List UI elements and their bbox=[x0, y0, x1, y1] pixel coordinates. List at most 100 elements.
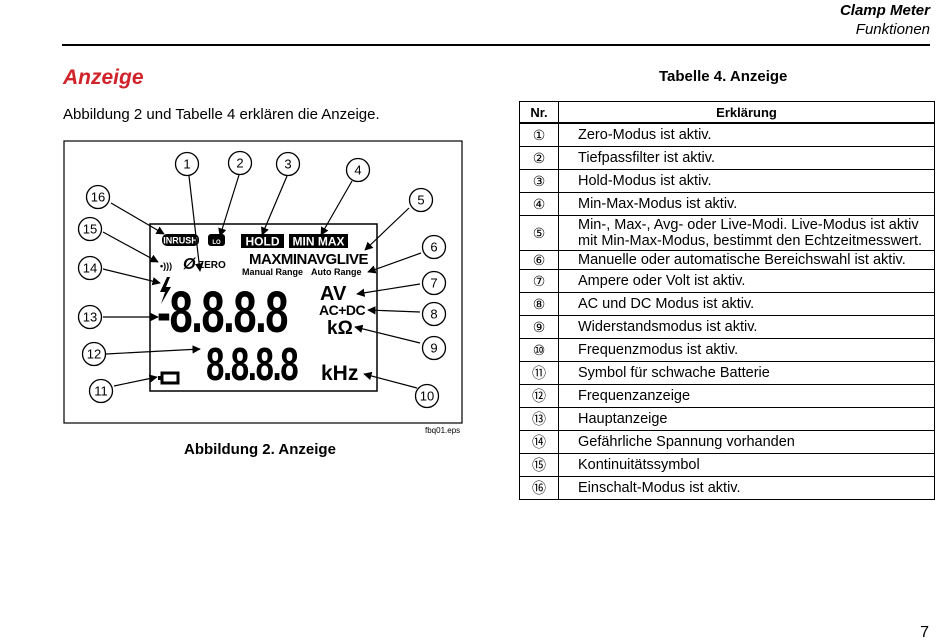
zero-symbol: Ø bbox=[183, 256, 196, 273]
callout-8: 8 bbox=[430, 307, 437, 322]
row-number: ⑪ bbox=[519, 361, 559, 385]
callout-13: 13 bbox=[83, 310, 97, 325]
row-description: Ampere oder Volt ist aktiv. bbox=[558, 269, 935, 293]
row-description: Frequenzmodus ist aktiv. bbox=[558, 338, 935, 362]
row-number: ② bbox=[519, 146, 559, 170]
row-number: ⑭ bbox=[519, 430, 559, 454]
row-number: ④ bbox=[519, 192, 559, 216]
header-subtitle: Funktionen bbox=[855, 21, 930, 38]
row-description: Tiefpassfilter ist aktiv. bbox=[558, 146, 935, 170]
callout-leaders bbox=[102, 174, 422, 389]
row-description: Min-, Max-, Avg- oder Live-Modi. Live-Mo… bbox=[558, 215, 935, 251]
callout-5: 5 bbox=[417, 193, 424, 208]
callout-15: 15 bbox=[83, 222, 97, 237]
row-description: Symbol für schwache Batterie bbox=[558, 361, 935, 385]
minmax-label: MIN MAX bbox=[293, 235, 345, 249]
lcd-outline bbox=[149, 223, 378, 392]
minmax-badge bbox=[289, 234, 348, 248]
callout-14: 14 bbox=[83, 261, 97, 276]
column-header-nr: Nr. bbox=[519, 101, 559, 124]
auto-range-label: Auto Range bbox=[311, 267, 362, 277]
row-description: Hold-Modus ist aktiv. bbox=[558, 169, 935, 193]
zero-label: ZERO bbox=[198, 260, 226, 271]
callout-10: 10 bbox=[420, 389, 434, 404]
sub-display-digits: 8.8.8.8 bbox=[206, 340, 298, 390]
row-number: ⑤ bbox=[519, 215, 559, 251]
row-description: Gefährliche Spannung vorhanden bbox=[558, 430, 935, 454]
display-diagram: INRUSH LO HOLD MIN MAX MAXMINAVGLIVE Man… bbox=[63, 140, 463, 424]
row-number: ① bbox=[519, 122, 559, 147]
callout-9: 9 bbox=[430, 341, 437, 356]
section-heading: Anzeige bbox=[63, 66, 144, 89]
row-description: Frequenzanzeige bbox=[558, 384, 935, 408]
maxminavglive-label: MAXMINAVGLIVE bbox=[249, 251, 369, 268]
display-figure: INRUSH LO HOLD MIN MAX MAXMINAVGLIVE Man… bbox=[63, 140, 463, 424]
acdc-label: AC+DC bbox=[319, 302, 366, 318]
kohm-label: kΩ bbox=[327, 318, 353, 339]
row-number: ⑨ bbox=[519, 315, 559, 339]
main-display-digits: -8.8.8.8 bbox=[157, 279, 288, 344]
av-label: AV bbox=[320, 283, 347, 305]
row-number: ⑫ bbox=[519, 384, 559, 408]
hazard-voltage-icon bbox=[160, 277, 171, 304]
row-number: ⑩ bbox=[519, 338, 559, 362]
row-description: Manuelle oder automatische Bereichswahl … bbox=[558, 250, 935, 270]
khz-label: kHz bbox=[321, 362, 358, 385]
row-number: ⑬ bbox=[519, 407, 559, 431]
callout-12: 12 bbox=[87, 347, 101, 362]
callout-4: 4 bbox=[354, 163, 361, 178]
row-description: Einschalt-Modus ist aktiv. bbox=[558, 476, 935, 500]
row-number: ③ bbox=[519, 169, 559, 193]
row-description: AC und DC Modus ist aktiv. bbox=[558, 292, 935, 316]
header-title: Clamp Meter bbox=[839, 2, 930, 19]
row-description: Min-Max-Modus ist aktiv. bbox=[558, 192, 935, 216]
callout-1: 1 bbox=[183, 157, 190, 172]
battery-terminal bbox=[158, 376, 162, 380]
continuity-icon: •))) bbox=[160, 261, 172, 271]
lo-pass-badge bbox=[208, 234, 225, 246]
callout-6: 6 bbox=[430, 240, 437, 255]
row-number: ⑦ bbox=[519, 269, 559, 293]
row-description: Widerstandsmodus ist aktiv. bbox=[558, 315, 935, 339]
callout-16: 16 bbox=[91, 190, 105, 205]
hold-label: HOLD bbox=[246, 235, 280, 249]
callout-2: 2 bbox=[236, 156, 243, 171]
callout-7: 7 bbox=[430, 276, 437, 291]
intro-text: Abbildung 2 und Tabelle 4 erklären die A… bbox=[63, 106, 380, 123]
table-caption: Tabelle 4. Anzeige bbox=[659, 68, 788, 85]
row-number: ⑧ bbox=[519, 292, 559, 316]
row-number: ⑥ bbox=[519, 250, 559, 270]
hold-badge bbox=[241, 234, 284, 248]
figure-file-label: fbq01.eps bbox=[425, 426, 461, 435]
callout-circles bbox=[77, 150, 447, 409]
header-rule bbox=[62, 44, 930, 46]
figure-caption: Abbildung 2. Anzeige bbox=[184, 441, 336, 458]
row-description: Kontinuitätssymbol bbox=[558, 453, 935, 477]
page-number: 7 bbox=[920, 624, 929, 641]
row-description: Zero-Modus ist aktiv. bbox=[558, 122, 935, 147]
inrush-label: INRUSH bbox=[163, 236, 198, 246]
row-number: ⑮ bbox=[519, 453, 559, 477]
row-number: ⑯ bbox=[519, 476, 559, 500]
lo-label: LO bbox=[212, 240, 221, 246]
row-description: Hauptanzeige bbox=[558, 407, 935, 431]
inrush-badge bbox=[162, 234, 199, 246]
callout-11: 11 bbox=[94, 384, 108, 399]
manual-range-label: Manual Range bbox=[242, 267, 303, 277]
